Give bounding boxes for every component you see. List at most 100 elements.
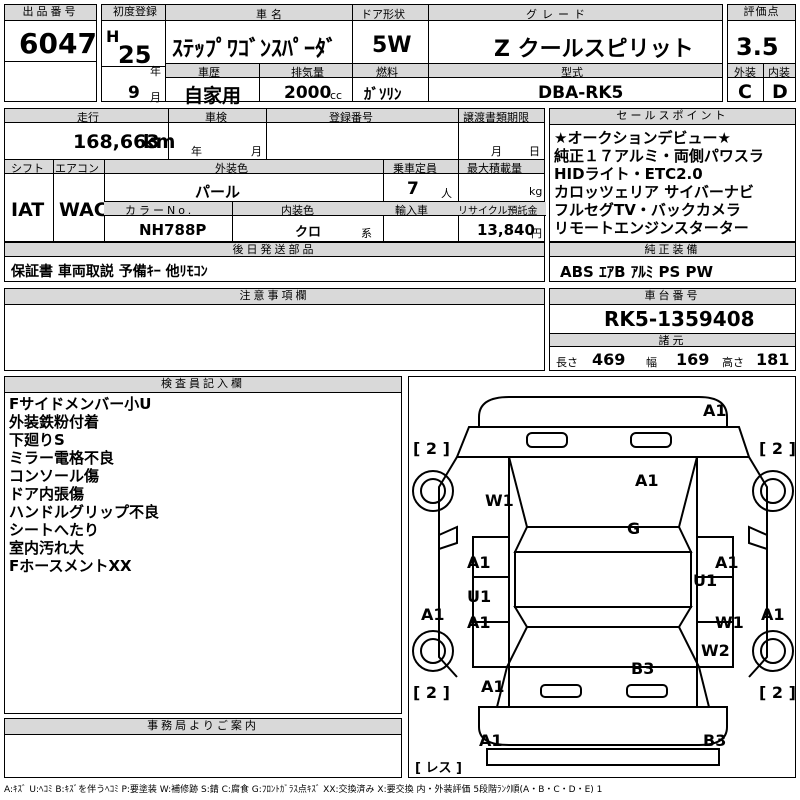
inspector-box: 検査員記入欄 Fサイドメンバー小U 外装鉄粉付着 下廻りS ミラー電格不良 コン…	[4, 376, 402, 714]
mark-left-front-door: A1	[467, 553, 491, 572]
door-type: 5W	[372, 33, 412, 58]
sales-point: ★オークションデビュー★	[554, 129, 731, 147]
lot-number: 6047	[19, 27, 97, 60]
recycle-unit: 円	[531, 227, 542, 240]
model-code: DBA-RK5	[538, 83, 624, 103]
interior-color: クロ	[295, 225, 322, 240]
inspector-note: 下廻りS	[9, 431, 65, 449]
chassis-header: 車台番号	[550, 289, 795, 305]
spec-height: 181	[756, 350, 790, 369]
fuel-header: 燃料	[376, 66, 398, 79]
capacity-unit: 人	[441, 187, 452, 200]
first-registration-box: 初度登録 H 25 年 9 月	[101, 4, 169, 104]
mark-right-front-door: A1	[715, 553, 739, 572]
inspection-header: 車検	[205, 111, 227, 124]
equipment-header: 純正装備	[550, 243, 795, 257]
mileage-header: 走行	[77, 111, 99, 124]
model-header: 型式	[561, 66, 583, 79]
door-header: ドア形状	[361, 8, 405, 21]
mark-rear-bumper-left: A1	[479, 731, 503, 750]
inspector-note: シートへたり	[9, 521, 100, 539]
inspection-month-unit: 月	[251, 145, 262, 158]
capacity: 7	[407, 179, 419, 199]
later-parts-header: 後日発送部品	[5, 243, 544, 257]
inspector-note: ハンドルグリップ不良	[9, 503, 160, 521]
transfer-header: 譲渡書類期限	[463, 111, 529, 124]
inspector-note: ミラー電格不良	[9, 449, 115, 467]
max-load-unit: kg	[529, 185, 543, 198]
spec-length: 469	[592, 350, 626, 369]
transfer-month-unit: 月	[491, 145, 502, 158]
shift-type: IAT	[11, 199, 45, 221]
first-reg-header: 初度登録	[102, 5, 168, 21]
grade-header: グレード	[526, 8, 590, 21]
inspector-header: 検査員記入欄	[5, 377, 401, 393]
rating-box: 評価点 3.5 外装 内装 C D	[727, 4, 796, 103]
inspector-note: FホースメントXX	[9, 557, 132, 575]
color-number: NH788P	[139, 221, 207, 239]
mark-right-wheel: A1	[761, 605, 785, 624]
length-label: 長さ	[556, 356, 578, 369]
int-color-header: 内装色	[281, 204, 314, 217]
mark-left-rear-fender: A1	[481, 677, 505, 696]
inspector-note: コンソール傷	[9, 467, 100, 485]
car-name-header: 車名	[256, 8, 286, 21]
sales-point: カロッツェリア サイバーナビ	[554, 183, 754, 201]
equipment-list: ABS ｴｱB ｱﾙﾐ PS PW	[560, 263, 714, 281]
inspection-year-unit: 年	[191, 145, 202, 158]
recycle-header: リサイクル預託金	[458, 206, 538, 217]
overall-rating: 3.5	[736, 33, 779, 61]
later-parts: 保証書 車両取説 予備ｷｰ 他ﾘﾓｺﾝ	[11, 264, 208, 280]
exterior-header: 外装	[734, 66, 756, 79]
mark-back-door: B3	[631, 659, 655, 678]
details-box: 走行 車検 登録番号 譲渡書類期限 168,663 km 年 月 月 日 シフト…	[4, 108, 546, 243]
mark-left-wheel: A1	[421, 605, 445, 624]
chassis-box: 車台番号 RK5-1359408 諸元 長さ 469 幅 169 高さ 181	[549, 288, 796, 371]
displacement-header: 排気量	[291, 66, 324, 79]
notes-box: 注意事項欄	[4, 288, 545, 371]
mark-front-bumper: A1	[703, 401, 727, 420]
notes-header: 注意事項欄	[5, 289, 544, 305]
damage-diagram: [ 2 ] [ 2 ] [ 2 ] [ 2 ] [ レス ] A1 A1 G W…	[408, 376, 796, 778]
office-header: 事務局よりご案内	[5, 719, 401, 735]
mark-right-rear-fender: W2	[701, 641, 730, 660]
recycle-fee: 13,840	[477, 221, 535, 239]
car-outline-icon	[412, 396, 794, 766]
interior-grade: D	[772, 81, 788, 103]
exterior-grade: C	[738, 81, 752, 103]
later-parts-box: 後日発送部品 保証書 車両取説 予備ｷｰ 他ﾘﾓｺﾝ	[4, 242, 545, 282]
displacement: 2000	[284, 83, 332, 103]
equipment-box: 純正装備 ABS ｴｱB ｱﾙﾐ PS PW	[549, 242, 796, 282]
year-unit: 年	[150, 65, 161, 78]
height-label: 高さ	[722, 356, 744, 369]
specs-header: 諸元	[550, 334, 795, 347]
mark-left-rear-door-u: U1	[467, 587, 492, 606]
aircon-type: WAC	[59, 199, 108, 221]
history-header: 車歴	[198, 66, 220, 79]
mark-roof: G	[627, 519, 641, 538]
tire-tag-fr: [ 2 ]	[759, 439, 796, 458]
mileage-unit: km	[143, 131, 176, 153]
displacement-unit: cc	[330, 89, 343, 102]
grade: Z クールスピリット	[494, 37, 694, 62]
mileage: 168,663	[73, 131, 160, 153]
sales-point: HIDライト・ETC2.0	[554, 165, 703, 183]
import-header: 輸入車	[395, 204, 428, 217]
spec-width: 169	[676, 350, 710, 369]
era: H	[106, 27, 120, 46]
chassis-number: RK5-1359408	[604, 307, 755, 331]
rating-header: 評価点	[728, 5, 795, 21]
damage-legend: A:ｷｽﾞ U:ﾍｺﾐ B:ｷｽﾞを伴うﾍｺﾐ P:要塗装 W:補修跡 S:錆 …	[4, 785, 603, 795]
reg-no-header: 登録番号	[329, 111, 373, 124]
sales-point: リモートエンジンスターター	[554, 219, 749, 237]
office-box: 事務局よりご案内	[4, 718, 402, 778]
fuel-type: ｶﾞｿﾘﾝ	[364, 85, 402, 103]
spare-tire-tag: [ レス ]	[415, 761, 462, 776]
car-name: ｽﾃｯﾌﾟﾜｺﾞﾝｽﾊﾟｰﾀﾞ	[172, 37, 338, 62]
inspector-note: 外装鉄粉付着	[9, 413, 100, 431]
month-unit: 月	[150, 91, 161, 104]
mark-left-front-fender: W1	[485, 491, 514, 510]
mark-right-front-door-u: U1	[693, 571, 718, 590]
inspector-note: 室内汚れ大	[9, 539, 85, 557]
sales-point: 純正１７アルミ・両側パワスラ	[554, 147, 764, 165]
